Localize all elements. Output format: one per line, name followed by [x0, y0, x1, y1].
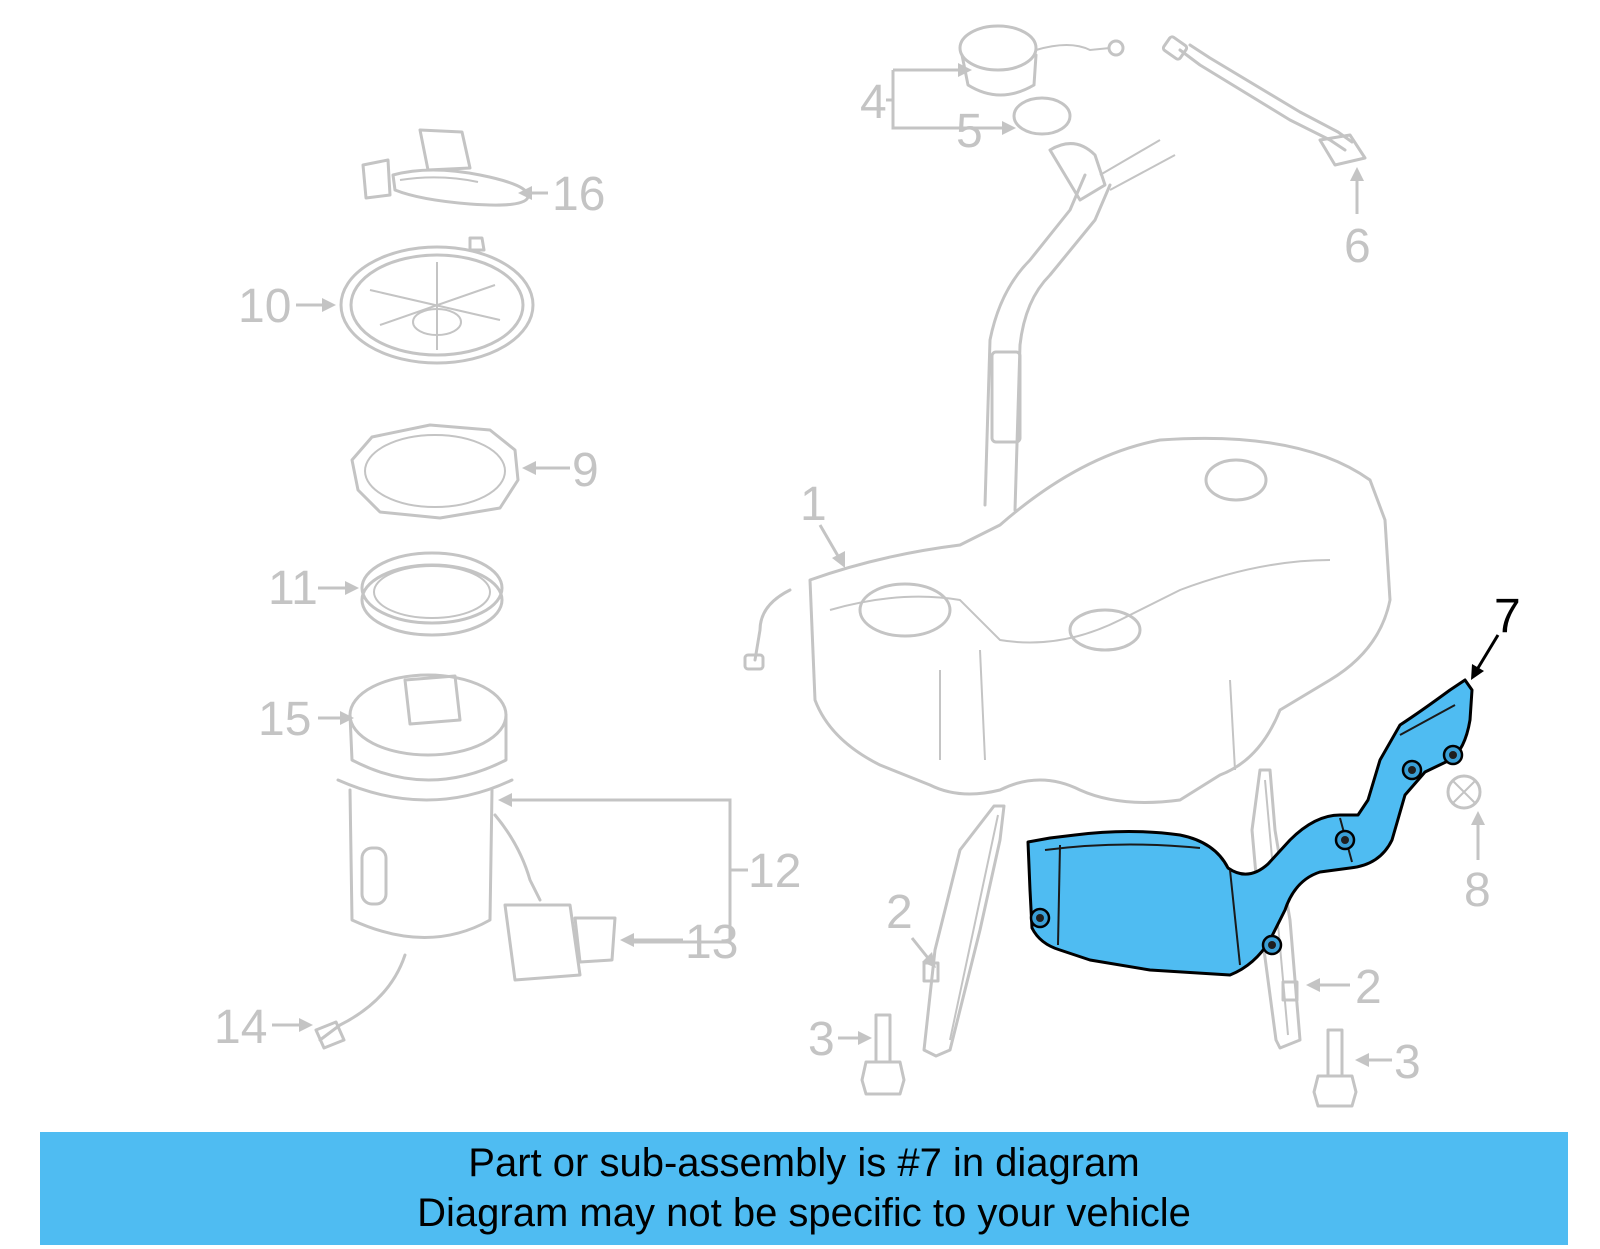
- callout-label: 15: [258, 693, 311, 746]
- callout-label: 6: [1344, 220, 1371, 273]
- callout-12: 12: [498, 793, 801, 944]
- callout-label: 12: [748, 845, 801, 898]
- part-11-seal: [360, 551, 504, 637]
- callout-label: 10: [238, 280, 291, 333]
- callout-label: 1: [800, 478, 827, 531]
- callout-15: 15: [258, 693, 354, 746]
- callout-label: 2: [1355, 961, 1382, 1014]
- callout-3-left: 3: [808, 1013, 872, 1066]
- callout-2-right: 2: [1306, 961, 1382, 1014]
- info-banner: Part or sub-assembly is #7 in diagram Di…: [40, 1132, 1568, 1245]
- part-9-retainer: [350, 423, 520, 520]
- callout-7: 7: [1471, 590, 1521, 680]
- callout-11: 11: [268, 562, 359, 615]
- callout-14: 14: [214, 1001, 313, 1054]
- banner-line-disclaimer: Diagram may not be specific to your vehi…: [417, 1191, 1191, 1235]
- callout-label: 8: [1464, 864, 1491, 917]
- callout-label: 5: [956, 105, 983, 158]
- callout-10: 10: [238, 280, 336, 333]
- part-8-grommet: [1446, 774, 1482, 810]
- part-1-fuel-tank: [743, 139, 1392, 804]
- part-16-sensor: [361, 128, 530, 207]
- callout-label: 3: [808, 1013, 835, 1066]
- callout-3-right: 3: [1355, 1036, 1421, 1089]
- part-3-bolts: [860, 1013, 1358, 1108]
- callout-label: 13: [685, 916, 738, 969]
- callout-2-left: 2: [886, 886, 936, 968]
- callout-label: 16: [552, 168, 605, 221]
- callout-16: 16: [518, 168, 605, 221]
- callout-label: 3: [1394, 1036, 1421, 1089]
- part-15-pump-module: [314, 673, 617, 1050]
- callout-label: 11: [268, 562, 318, 615]
- part-7-mount-holes: [1029, 744, 1464, 956]
- callout-6: 6: [1344, 167, 1371, 273]
- callout-1: 1: [800, 478, 845, 568]
- part-7-heat-shield: [1026, 678, 1474, 977]
- callout-label: 9: [572, 444, 599, 497]
- callout-4: 4: [860, 63, 1003, 130]
- callout-8: 8: [1464, 811, 1491, 917]
- callout-label: 4: [860, 76, 887, 129]
- banner-line-part-number: Part or sub-assembly is #7 in diagram: [468, 1141, 1140, 1185]
- callout-13: 13: [620, 916, 738, 969]
- callout-9: 9: [522, 444, 599, 497]
- callout-label: 2: [886, 886, 913, 939]
- callout-5: 5: [956, 105, 1016, 158]
- part-6-sensor-hose: [1161, 35, 1367, 167]
- part-4-fuel-cap: [958, 24, 1125, 97]
- callout-label-highlighted: 7: [1494, 590, 1521, 643]
- part-10-lock-ring: [339, 236, 535, 365]
- callout-label: 14: [214, 1001, 267, 1054]
- part-5-o-ring: [1012, 96, 1072, 136]
